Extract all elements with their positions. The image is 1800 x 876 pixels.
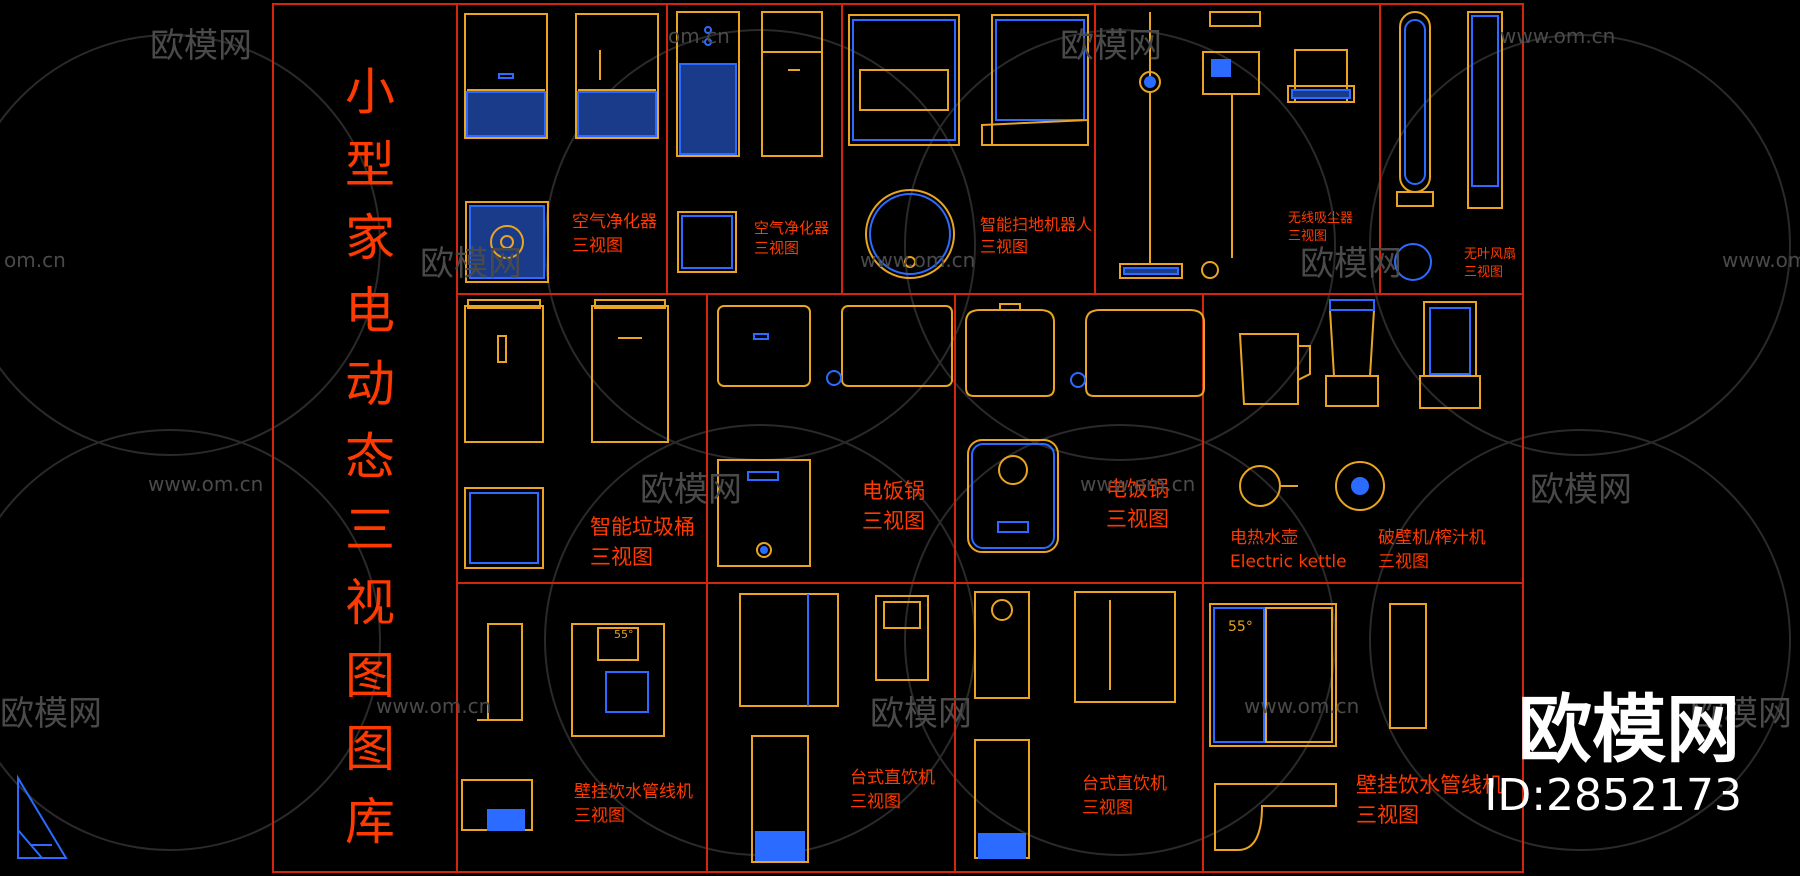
title-char: 三 xyxy=(345,501,395,559)
label-line: 壁挂饮水管线机 xyxy=(1356,773,1503,797)
label-line: 三视图 xyxy=(980,237,1029,256)
label-air-purifier-2: 空气净化器 三视图 xyxy=(754,218,829,258)
label-rice-cooker-1: 电饭锅 三视图 xyxy=(862,476,925,536)
title-char: 动 xyxy=(345,355,395,413)
label-line: 电热水壶 xyxy=(1230,528,1298,548)
label-line: 电饭锅 xyxy=(1106,477,1169,501)
label-line: 电饭锅 xyxy=(862,479,925,503)
label-kettle: 电热水壶 Electric kettle xyxy=(1230,526,1347,574)
label-line: 空气净化器 xyxy=(572,212,657,232)
label-line: 无叶风扇 xyxy=(1464,247,1517,262)
title-char: 库 xyxy=(345,793,395,851)
air-purifier-1-drawing xyxy=(464,13,659,283)
title-char: 图 xyxy=(345,647,395,705)
title-char: 家 xyxy=(345,209,395,267)
cordless-vacuum-drawing xyxy=(1119,11,1355,279)
label-line: 三视图 xyxy=(754,239,800,257)
wall-dispenser-1-drawing xyxy=(461,623,665,831)
label-line: 三视图 xyxy=(1082,798,1133,818)
temp-readout-2: 55° xyxy=(1228,619,1253,635)
bladeless-fan-drawing xyxy=(1394,11,1503,281)
label-line: 三视图 xyxy=(574,806,625,826)
desk-dispenser-1-drawing xyxy=(739,593,929,863)
label-line: 三视图 xyxy=(590,545,653,569)
label-desk-dispenser-2: 台式直饮机 三视图 xyxy=(1082,772,1167,820)
title-char: 电 xyxy=(345,282,395,340)
label-line: 三视图 xyxy=(1464,265,1504,280)
label-bladeless-fan: 无叶风扇 三视图 xyxy=(1464,246,1516,282)
robot-vacuum-drawing xyxy=(848,14,1089,279)
label-line: 三视图 xyxy=(1106,507,1169,531)
model-id: ID:2852173 xyxy=(1484,770,1742,821)
frame-grid xyxy=(272,3,1524,873)
label-line: 智能扫地机器人 xyxy=(980,215,1093,234)
label-line: 三视图 xyxy=(1288,229,1328,244)
label-line: 空气净化器 xyxy=(754,219,830,237)
label-line: 三视图 xyxy=(1378,552,1429,572)
label-line: 三视图 xyxy=(850,792,901,812)
rice-cooker-2-drawing xyxy=(965,303,1205,553)
title-char: 态 xyxy=(345,428,395,486)
label-line: 三视图 xyxy=(572,236,623,256)
title-char: 图 xyxy=(345,720,395,778)
label-rice-cooker-2: 电饭锅 三视图 xyxy=(1106,474,1169,534)
air-purifier-2-drawing xyxy=(676,11,823,273)
label-air-purifier-1: 空气净化器 三视图 xyxy=(572,210,657,258)
label-line: 无线吸尘器 xyxy=(1288,211,1354,226)
label-line: 三视图 xyxy=(862,509,925,533)
label-line: Electric kettle xyxy=(1230,552,1347,572)
label-line: 三视图 xyxy=(1356,803,1419,827)
label-line: 台式直饮机 xyxy=(850,768,935,788)
label-wall-dispenser-2: 壁挂饮水管线机 三视图 xyxy=(1356,770,1503,830)
vertical-title: 小 型 家 电 动 态 三 视 图 图 库 xyxy=(340,56,400,859)
label-blender: 破壁机/榨汁机 三视图 xyxy=(1378,526,1486,574)
title-char: 视 xyxy=(345,574,395,632)
rice-cooker-1-drawing xyxy=(717,305,953,567)
label-robot-vacuum: 智能扫地机器人 三视图 xyxy=(980,214,1092,258)
label-desk-dispenser-1: 台式直饮机 三视图 xyxy=(850,766,935,814)
wall-dispenser-2-drawing xyxy=(1209,603,1427,851)
title-char: 小 xyxy=(345,63,395,121)
label-line: 壁挂饮水管线机 xyxy=(574,782,693,802)
label-line: 智能垃圾桶 xyxy=(590,515,695,539)
desk-dispenser-2-drawing xyxy=(974,591,1176,859)
label-wall-dispenser-1: 壁挂饮水管线机 三视图 xyxy=(574,780,693,828)
ucs-axis-icon xyxy=(17,774,68,859)
label-line: 破壁机/榨汁机 xyxy=(1378,528,1486,548)
label-smart-trash: 智能垃圾桶 三视图 xyxy=(590,512,695,572)
temp-readout-1: 55° xyxy=(614,628,634,641)
kettle-blender-drawing xyxy=(1238,299,1481,511)
label-cordless-vacuum: 无线吸尘器 三视图 xyxy=(1288,210,1353,246)
title-char: 型 xyxy=(345,136,395,194)
brand-stamp: 欧模网 xyxy=(1518,687,1740,773)
smart-trash-drawing xyxy=(464,299,669,569)
label-line: 台式直饮机 xyxy=(1082,774,1167,794)
